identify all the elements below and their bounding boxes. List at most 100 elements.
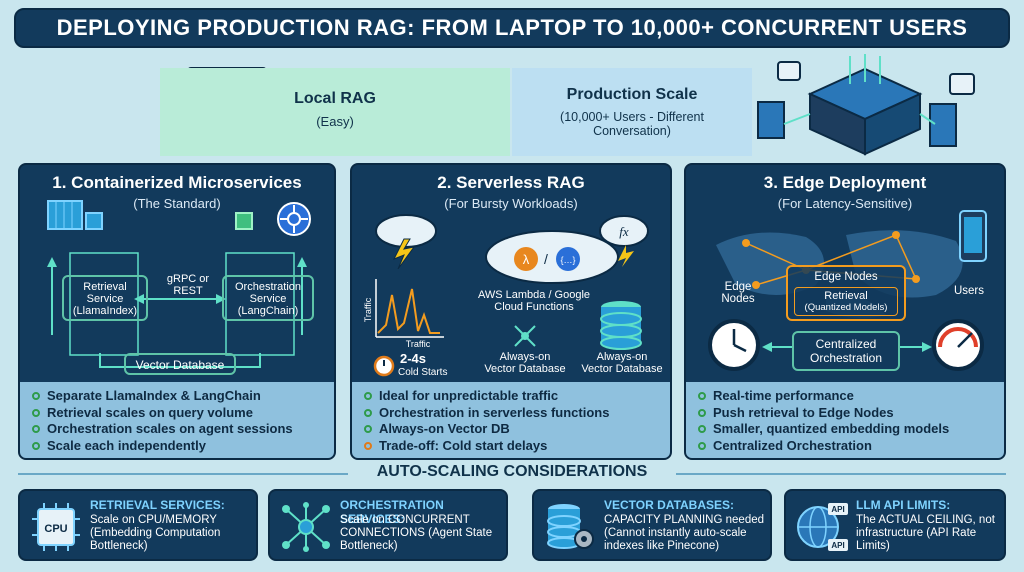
- bullet-item: Orchestration scales on agent sessions: [32, 421, 322, 438]
- production-scale-band: Production Scale (10,000+ Users - Differ…: [512, 68, 752, 156]
- bullet-dot-icon: [698, 392, 706, 401]
- cloud-functions-icon: λ / {…}: [485, 230, 619, 284]
- api-icon-text-top: API: [831, 505, 844, 514]
- bullet-dot-icon: [698, 425, 706, 434]
- speedometer-icon: [932, 319, 984, 371]
- production-scale-label: Production Scale: [566, 86, 698, 103]
- retrieval-service-label: Retrieval Service (LlamaIndex): [72, 281, 138, 317]
- local-rag-sub: (Easy): [316, 114, 354, 129]
- vector-db-cylinder-icon: [600, 301, 642, 350]
- card-4-desc: The ACTUAL CEILING, not infrastructure (…: [856, 514, 995, 552]
- grpc-rest-label: gRPC or REST: [166, 273, 210, 297]
- central-orchestration-box: Centralized Orchestration: [792, 331, 900, 371]
- vector-database-label: Vector Database: [135, 358, 225, 372]
- panel-2-bullets: Ideal for unpredictable traffic Orchestr…: [352, 382, 670, 458]
- bullet-item: Trade-off: Cold start delays: [364, 438, 658, 455]
- bullet-item: Scale each independently: [32, 438, 322, 455]
- edge-retrieval-sub: (Quantized Models): [804, 302, 888, 313]
- retrieval-subbox: Retrieval (Quantized Models): [794, 287, 898, 316]
- card-1-desc: Scale on CPU/MEMORY (Embedding Computati…: [90, 514, 221, 552]
- stopwatch-icon: [373, 355, 395, 377]
- bullet-dot-icon: [698, 408, 706, 417]
- section-divider-right: [676, 473, 1006, 475]
- bullet-item: Orchestration in serverless functions: [364, 405, 658, 422]
- bullet-item: Always-on Vector DB: [364, 421, 658, 438]
- bullet-item: Smaller, quantized embedding models: [698, 421, 992, 438]
- network-icon: [282, 502, 330, 552]
- central-orchestration-label: Centralized Orchestration: [809, 337, 883, 365]
- panel-2-sub: (For Bursty Workloads): [444, 196, 578, 211]
- hub-node-icon: [514, 325, 536, 347]
- edge-nodes-box: Edge Nodes Retrieval (Quantized Models): [786, 265, 906, 321]
- bullet-item: Retrieval scales on query volume: [32, 405, 322, 422]
- datacenter-illustration: [757, 54, 975, 156]
- bullet-item: Push retrieval to Edge Nodes: [698, 405, 992, 422]
- cpu-icon: CPU: [32, 503, 80, 551]
- card-llm-api-limits: API API LLM API LIMITS: The ACTUAL CEILI…: [784, 489, 1006, 561]
- kubernetes-icon: [235, 202, 311, 236]
- bullet-dot-icon: [364, 425, 372, 434]
- database-gear-icon: [547, 504, 594, 549]
- svg-text:{…}: {…}: [560, 255, 575, 265]
- card-2-desc: Scale on CONCURRENT CONNECTIONS (Agent S…: [340, 514, 493, 552]
- card-orchestration-services: ORCHESTRATION SERVICES: Scale on CONCURR…: [268, 489, 508, 561]
- bullet-dot-icon: [364, 441, 372, 450]
- traffic-x-label: Traffic: [405, 339, 431, 349]
- function-cloud-icon: fx: [599, 215, 649, 267]
- autoscaling-section-label: AUTO-SCALING CONSIDERATIONS: [376, 463, 648, 480]
- orchestration-service-label: Orchestration Service (LangChain): [234, 281, 302, 317]
- production-scale-sub: (10,000+ Users - Different Conversation): [560, 110, 704, 138]
- functions-label: AWS Lambda / Google Cloud Functions: [477, 289, 591, 313]
- always-on-db-label-2: Always-on Vector Database: [581, 351, 663, 375]
- api-icon-text-bottom: API: [831, 541, 844, 550]
- cold-start-label: Cold Starts: [398, 367, 448, 378]
- card-3-desc: CAPACITY PLANNING needed (Cannot instant…: [604, 514, 765, 552]
- card-retrieval-services: CPU RETRIEVAL SERVICES: Scale on CPU/MEM…: [18, 489, 258, 561]
- panel-1-title: 1. Containerized Microservices: [52, 173, 302, 192]
- panel-2-title: 2. Serverless RAG: [437, 173, 585, 192]
- bullet-dot-icon: [32, 408, 40, 417]
- bullet-dot-icon: [698, 441, 706, 450]
- panel-1-bullets: Separate LlamaIndex & LangChain Retrieva…: [20, 382, 334, 458]
- api-globe-icon: API API: [797, 503, 848, 551]
- bullet-dot-icon: [32, 392, 40, 401]
- phone-icon: [959, 210, 987, 262]
- panel-3-title: 3. Edge Deployment: [763, 173, 927, 192]
- page-title: DEPLOYING PRODUCTION RAG: FROM LAPTOP TO…: [56, 15, 968, 40]
- panel-containerized: 1. Containerized Microservices (The Stan…: [18, 163, 336, 460]
- panel-1-sub: (The Standard): [133, 196, 221, 211]
- bullet-dot-icon: [364, 392, 372, 401]
- svg-text:λ: λ: [523, 252, 530, 267]
- retrieval-service-box: Retrieval Service (LlamaIndex): [62, 275, 148, 321]
- local-rag-label: Local RAG: [294, 90, 376, 107]
- bullet-dot-icon: [32, 441, 40, 450]
- bullet-item: Centralized Orchestration: [698, 438, 992, 455]
- always-on-db-label-1: Always-on Vector Database: [484, 351, 566, 375]
- bullet-item: Ideal for unpredictable traffic: [364, 388, 658, 405]
- card-1-title: RETRIEVAL SERVICES:: [90, 498, 225, 512]
- section-divider-left: [18, 473, 348, 475]
- clock-icon: [708, 319, 760, 371]
- edge-retrieval-label: Retrieval: [824, 290, 868, 302]
- vector-database-box: Vector Database: [124, 353, 236, 375]
- bullet-item: Real-time performance: [698, 388, 992, 405]
- traffic-y-label: Traffic: [363, 297, 373, 323]
- edge-nodes-left-label: Edge Nodes: [721, 281, 755, 305]
- card-4-title: LLM API LIMITS:: [856, 498, 951, 512]
- traffic-spike-chart: [375, 279, 444, 338]
- card-2-title: ORCHESTRATION SERVICES:: [340, 498, 444, 526]
- panel-serverless: 2. Serverless RAG (For Bursty Workloads)…: [350, 163, 672, 460]
- panel-3-sub: (For Latency-Sensitive): [777, 196, 913, 211]
- page-title-bar: DEPLOYING PRODUCTION RAG: FROM LAPTOP TO…: [14, 8, 1010, 48]
- container-icon: [47, 200, 103, 230]
- panel-3-bullets: Real-time performance Push retrieval to …: [686, 382, 1004, 458]
- bullet-dot-icon: [364, 408, 372, 417]
- users-label: Users: [953, 285, 985, 297]
- storm-cloud-icon: [375, 214, 437, 269]
- cold-start-value: 2-4s: [399, 351, 427, 366]
- edge-nodes-title: Edge Nodes: [814, 271, 878, 283]
- panel-edge: 3. Edge Deployment (For Latency-Sensitiv…: [684, 163, 1006, 460]
- local-rag-band: Local RAG (Easy): [160, 68, 510, 156]
- svg-text:fx: fx: [619, 224, 629, 239]
- bullet-dot-icon: [32, 425, 40, 434]
